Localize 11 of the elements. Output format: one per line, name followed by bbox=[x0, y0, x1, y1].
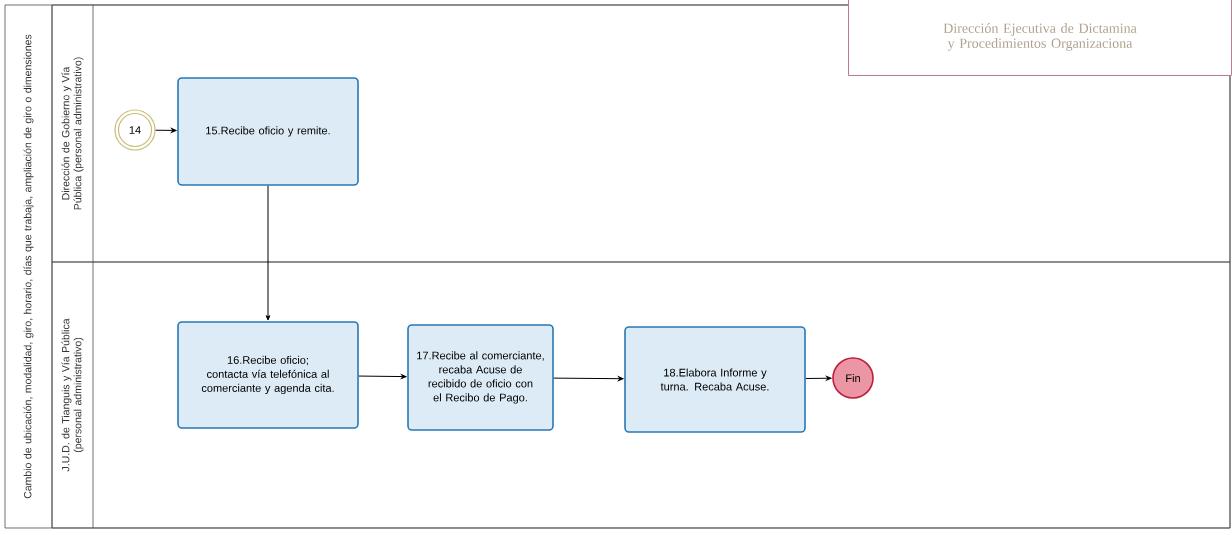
task-box: 16.Recibe oficio; contacta vía telefónica al comerciante y agenda cita. bbox=[177, 321, 359, 429]
stamp-box: Dirección Ejecutiva de Dictamina y Procedimientos Organizaciona bbox=[848, 0, 1232, 76]
arrow bbox=[553, 376, 624, 381]
node-label: Dirección Ejecutiva de Dictamina y Procedimientos Organizaciona bbox=[943, 23, 1137, 51]
arrow bbox=[265, 185, 271, 321]
task-box: 15.Recibe oficio y remite. bbox=[177, 77, 359, 186]
arrow bbox=[805, 375, 832, 381]
arrow bbox=[358, 374, 407, 379]
task-box: 18.Elabora Informe y turna. Recaba Acuse. bbox=[624, 326, 806, 433]
task-box: 17.Recibe al comerciante, recaba Acuse de recibido de oficio con el Recibo de Pago. bbox=[407, 324, 554, 431]
arrow bbox=[155, 128, 177, 133]
